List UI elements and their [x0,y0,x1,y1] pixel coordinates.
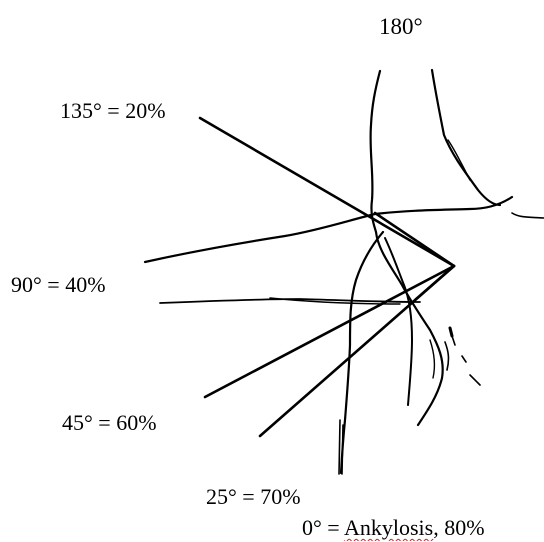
label-0-prefix: 0° = [302,515,344,540]
label-0-word: Ankylosis [344,515,434,540]
lower-leg-right [384,237,413,406]
heel-marker [448,326,454,338]
calf-inner-line [447,139,471,181]
label-90: 90° = 40% [11,272,106,297]
label-135: 135° = 20% [60,98,166,123]
line-45 [203,264,456,399]
lower-leg-left-inner [338,419,344,475]
shin-front-outline [369,69,444,427]
line-0 [373,211,456,268]
angle-lines [198,116,456,438]
lower-leg-left [339,230,385,475]
line-25 [258,264,456,438]
label-180: 180° [379,14,423,39]
thigh-lower-outline [159,298,421,304]
line-135 [198,116,456,268]
kneecap-fragment [511,212,544,219]
ankle-fragment [429,339,436,379]
thigh-upper-outline [143,195,514,264]
label-25: 25° = 70% [206,484,301,509]
shin-back-outline [430,68,502,207]
leg-sketch [143,68,544,475]
label-45: 45° = 60% [62,410,157,435]
calf-fragment-1 [444,329,481,386]
label-0-suffix: , 80% [433,515,485,540]
label-0: 0° = Ankylosis, 80% [302,515,544,541]
